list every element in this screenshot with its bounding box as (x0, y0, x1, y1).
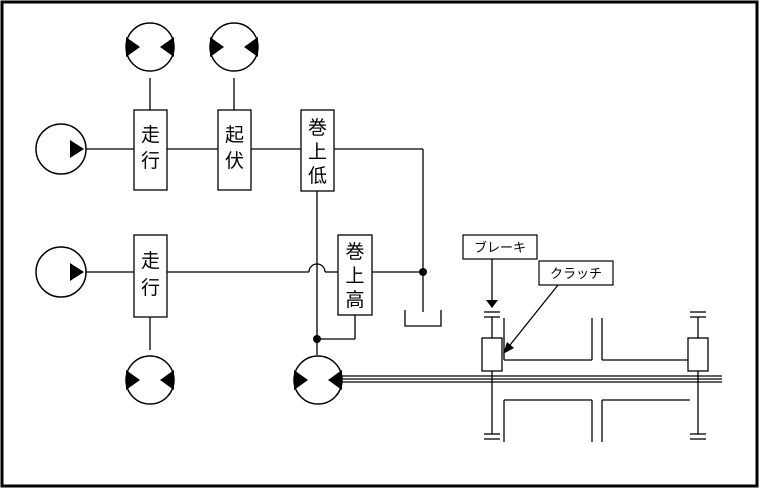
hoist-motor-icon (293, 355, 343, 405)
svg-text:クラッチ: クラッチ (550, 267, 602, 282)
drum-outline (503, 318, 690, 442)
svg-text:高: 高 (345, 289, 364, 311)
valve-hoist-low: 巻 上 低 (300, 109, 335, 192)
drum-element (687, 337, 709, 372)
svg-text:走: 走 (141, 250, 160, 272)
valve-travel-1: 走 行 (133, 109, 168, 191)
svg-text:巻: 巻 (308, 117, 327, 139)
hydraulic-lines (86, 78, 424, 355)
tank-symbol (404, 310, 442, 327)
left-bearing (484, 311, 500, 440)
luffing-motor-icon (209, 22, 259, 72)
svg-text:走: 走 (141, 124, 160, 146)
valve-travel-2: 走 行 (133, 234, 168, 318)
svg-text:低: 低 (308, 165, 327, 187)
svg-text:上: 上 (308, 141, 327, 163)
svg-text:行: 行 (141, 277, 160, 299)
svg-text:伏: 伏 (225, 150, 244, 172)
right-bearing (690, 311, 706, 440)
brake-callout: ブレーキ (462, 234, 538, 308)
pump-icon (35, 123, 87, 175)
pump-icon (35, 246, 87, 298)
junction-dot (313, 335, 321, 343)
valve-hoist-high: 巻 上 高 (337, 234, 373, 316)
valve-luffing: 起 伏 (217, 109, 252, 191)
svg-text:巻: 巻 (345, 241, 364, 263)
clutch-callout: クラッチ (503, 260, 614, 354)
svg-text:起: 起 (225, 124, 244, 146)
drive-shaft (342, 375, 722, 383)
svg-text:行: 行 (141, 150, 160, 172)
svg-text:ブレーキ: ブレーキ (474, 240, 526, 256)
clutch-element (481, 337, 503, 372)
travel-motor-icon (125, 355, 175, 405)
junction-dot (419, 268, 427, 276)
svg-text:上: 上 (345, 265, 364, 287)
travel-motor-icon (125, 22, 175, 72)
